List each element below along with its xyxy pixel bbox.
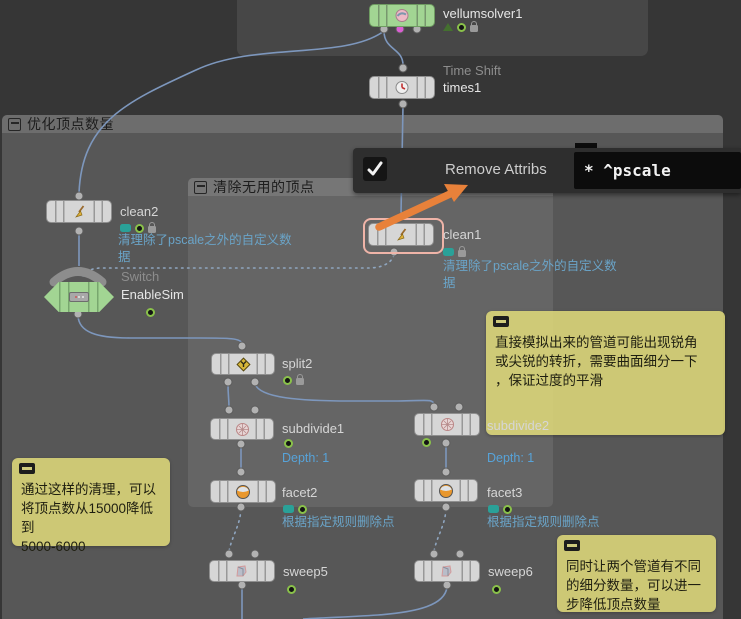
clean-broom-icon [394, 227, 409, 242]
subdivide-icon [440, 417, 455, 432]
flag-badge-icon[interactable] [287, 584, 296, 594]
node-vellumsolver1[interactable] [369, 4, 435, 27]
comment-bubble-icon[interactable] [283, 505, 294, 513]
flag-badge-icon[interactable] [503, 504, 512, 514]
node-comment: 根据指定规则删除点 [282, 515, 395, 529]
node-label: vellumsolver1 [443, 6, 523, 21]
network-box-vellum[interactable] [237, 0, 648, 56]
sticky-note-cleanup-result[interactable]: 通过这样的清理，可以 将顶点数从15000降低到 5000-6000 [12, 458, 170, 554]
node-comment: 清理除了pscale之外的自定义数 据 [118, 233, 292, 264]
node-label: facet3 [487, 485, 523, 500]
switch-input-arc[interactable] [49, 267, 107, 287]
node-info-text: Depth: 1 [282, 451, 330, 465]
node-times1[interactable] [369, 76, 435, 99]
flag-badge-icon[interactable] [298, 504, 307, 514]
note-text: 通过这样的清理，可以 将顶点数从15000降低到 5000-6000 [21, 482, 156, 554]
node-label: EnableSim [121, 287, 184, 302]
node-label: times1 [443, 80, 482, 95]
node-badges[interactable] [283, 374, 304, 385]
node-sweep5[interactable] [209, 560, 275, 582]
node-facet2[interactable] [210, 480, 276, 503]
flag-badge-icon[interactable] [135, 223, 144, 233]
node-badges[interactable] [422, 437, 431, 447]
remove-attribs-checkbox[interactable] [363, 157, 387, 181]
node-type-label: Switch [121, 269, 160, 284]
node-type-label: Time Shift [443, 63, 502, 78]
node-sweep6[interactable] [414, 560, 480, 582]
flag-badge-icon[interactable] [422, 437, 431, 447]
collapse-icon[interactable] [194, 180, 207, 194]
vellum-solver-icon [394, 8, 410, 23]
node-badges[interactable] [488, 504, 512, 514]
display-flag-icon[interactable] [443, 23, 453, 31]
comment-bubble-icon[interactable] [488, 505, 499, 513]
note-collapse-icon[interactable] [19, 463, 35, 474]
dialog-tab [575, 143, 597, 152]
split-icon [235, 356, 251, 372]
note-text: 同时让两个管道有不同 的细分数量，可以进一 步降低顶点数量 [566, 559, 701, 612]
node-label: facet2 [282, 485, 318, 500]
node-label: clean2 [120, 204, 159, 219]
clean-broom-icon [72, 204, 87, 219]
node-label: subdivide1 [282, 421, 345, 436]
lock-icon[interactable] [470, 21, 478, 32]
note-collapse-icon[interactable] [493, 316, 509, 327]
lock-icon[interactable] [148, 222, 156, 233]
facet-sphere-icon [438, 483, 454, 499]
sweep-icon [439, 564, 455, 579]
parameter-dialog: Remove Attribs * ^pscale [353, 148, 741, 193]
node-enablesim-switch[interactable] [44, 282, 114, 312]
node-clean1[interactable] [368, 223, 434, 246]
network-box-title: 优化顶点数量 [27, 116, 114, 132]
time-shift-icon [394, 80, 410, 95]
comment-bubble-icon[interactable] [120, 224, 131, 232]
node-badges[interactable] [287, 584, 296, 594]
node-comment: 根据指定规则删除点 [487, 515, 600, 529]
node-split2[interactable] [211, 353, 275, 375]
facet-sphere-icon [235, 484, 251, 500]
flag-badge-icon[interactable] [146, 307, 155, 317]
node-badges[interactable] [120, 222, 156, 233]
checkmark-icon [367, 161, 383, 176]
network-box-title: 清除无用的顶点 [213, 179, 315, 195]
remove-attribs-field[interactable]: * ^pscale [574, 152, 741, 189]
lock-icon[interactable] [296, 374, 304, 385]
node-badges[interactable] [443, 21, 478, 32]
collapse-icon[interactable] [8, 117, 21, 131]
node-clean2[interactable] [46, 200, 112, 223]
pins[interactable] [73, 24, 465, 590]
node-badges[interactable] [492, 584, 501, 594]
sweep-icon [234, 564, 250, 579]
note-text: 直接模拟出来的管道可能出现锐角 或尖锐的转折，需要曲面细分一下 ，保证过度的平滑 [495, 335, 698, 388]
node-badges[interactable] [443, 246, 466, 257]
annotation-arrow [375, 184, 468, 231]
node-subdivide1[interactable] [210, 418, 274, 440]
flag-badge-icon[interactable] [284, 438, 293, 448]
note-collapse-icon[interactable] [564, 540, 580, 551]
remove-attribs-label: Remove Attribs [445, 161, 547, 178]
subdivide-icon [235, 422, 250, 437]
node-subdivide2[interactable] [414, 413, 480, 436]
node-info-text: Depth: 1 [487, 451, 535, 465]
node-comment: 清理除了pscale之外的自定义数 据 [443, 259, 617, 290]
node-badges[interactable] [284, 438, 293, 448]
sticky-note-different-divisions[interactable]: 同时让两个管道有不同 的细分数量，可以进一 步降低顶点数量 [557, 535, 716, 612]
node-label: clean1 [443, 227, 482, 242]
node-label: split2 [282, 356, 313, 371]
node-badges[interactable] [146, 307, 155, 317]
comment-bubble-icon[interactable] [443, 248, 454, 256]
sticky-note-subdivide-reason[interactable]: 直接模拟出来的管道可能出现锐角 或尖锐的转折，需要曲面细分一下 ，保证过度的平滑 [486, 311, 725, 435]
switch-icon [69, 292, 89, 302]
flag-badge-icon[interactable] [492, 584, 501, 594]
node-label: subdivide2 [487, 418, 550, 433]
network-box-optimize-header[interactable]: 优化顶点数量 [2, 115, 723, 133]
node-badges[interactable] [283, 504, 307, 514]
lock-icon[interactable] [458, 246, 466, 257]
flag-badge-icon[interactable] [457, 22, 466, 32]
node-label: sweep5 [283, 564, 328, 579]
node-facet3[interactable] [414, 479, 478, 502]
node-label: sweep6 [488, 564, 533, 579]
flag-badge-icon[interactable] [283, 375, 292, 385]
